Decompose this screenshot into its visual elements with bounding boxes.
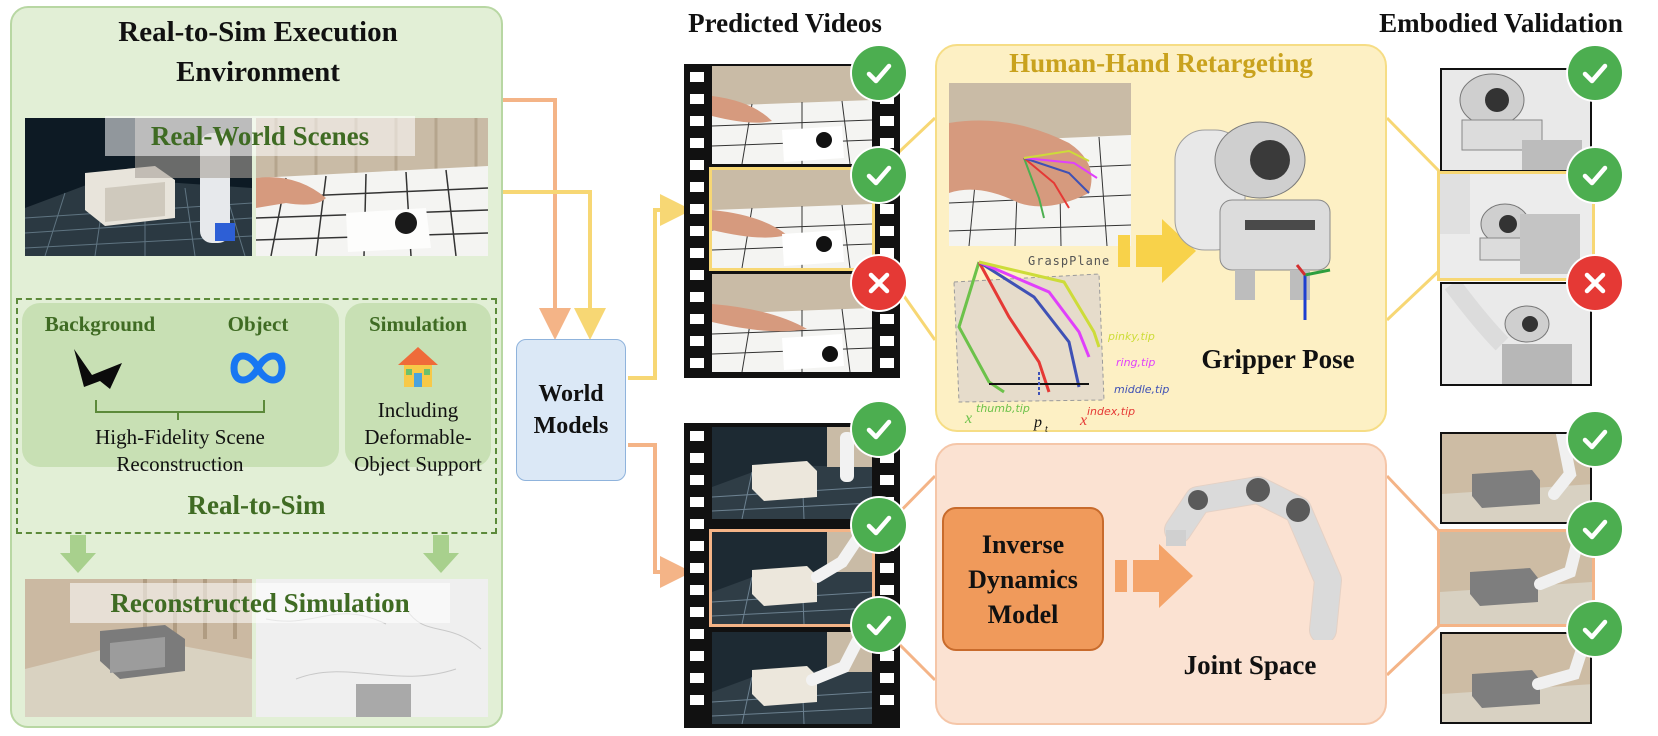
robot-frame-2-illustration: [712, 532, 872, 624]
robot-frame-1-illustration: [712, 427, 872, 519]
reconstruction-line2: Reconstruction: [116, 452, 244, 476]
world-models-box: World Models: [516, 339, 626, 481]
predicted-hand-frame-2: [709, 167, 875, 271]
object-tool-icon: [230, 352, 286, 384]
pinky-tip-label: pinky,tip: [1108, 330, 1155, 343]
predicted-hand-frame-3: [712, 274, 872, 372]
embodied-robot-check-1: [1568, 412, 1622, 466]
gripper-pose-label: Gripper Pose: [1201, 344, 1355, 374]
predicted-hand-check-2: [852, 148, 906, 202]
background-object-card: [22, 303, 339, 467]
deformable-line2: Deformable-: [364, 425, 472, 449]
real-to-sim-dashed-box: [16, 298, 497, 534]
embodied-robot-frame-3: [1440, 632, 1592, 724]
ring-tip-label: ring,tip: [1116, 356, 1156, 369]
panel-title-line1: Real-to-Sim Execution: [118, 16, 398, 48]
middle-tip-label: middle,tip: [1114, 383, 1170, 396]
world-models-line1: World: [538, 381, 604, 407]
x-index-label: x: [1080, 412, 1088, 429]
real-to-sim-label: Real-to-Sim: [187, 490, 326, 520]
embodied-robot-frame-1: [1440, 432, 1592, 524]
embodied-validation-title: Embodied Validation: [1379, 8, 1623, 38]
world-models-line2: Models: [533, 413, 609, 439]
panel-title: Real-to-Sim Execution Environment: [14, 12, 502, 92]
idm-line2: Dynamics: [968, 564, 1078, 594]
embodied-hand-frame-1: [1440, 68, 1592, 172]
t-label: t: [1045, 424, 1048, 435]
joint-space-label: Joint Space: [1183, 650, 1317, 680]
deformable-label: Including Deformable- Object Support: [348, 397, 488, 478]
embodied-hand-1-illustration: [1442, 70, 1590, 170]
predicted-robot-check-2: [852, 498, 906, 552]
retarget-arrow: [1118, 219, 1196, 283]
hand-frame-3-illustration: [712, 274, 872, 372]
embodied-hand-3-illustration: [1442, 284, 1590, 384]
background-label: Background: [44, 312, 156, 336]
panel-title-line2: Environment: [176, 56, 340, 88]
embodied-robot-2-illustration: [1440, 532, 1592, 624]
grasp-plane-diagram: [953, 260, 1105, 403]
robot-frame-3-illustration: [712, 632, 872, 724]
thumb-tip-label: thumb,tip: [976, 402, 1030, 415]
embodied-robot-1-illustration: [1442, 434, 1590, 522]
embodied-hand-cross-3: [1568, 256, 1622, 310]
idm-line3: Model: [987, 599, 1059, 629]
predicted-robot-frame-3: [712, 632, 872, 724]
real-world-scenes-label: Real-World Scenes: [105, 116, 415, 156]
background-tool-icon: [74, 349, 122, 389]
predicted-hand-check-1: [852, 46, 906, 100]
embodied-robot-frame-2: [1437, 529, 1595, 627]
index-tip-label: index,tip: [1087, 405, 1136, 418]
robot-arm-illustration: [1164, 476, 1342, 640]
gripper-pose-illustration: [1174, 121, 1331, 320]
predicted-hand-frame-1: [712, 66, 872, 164]
embodied-robot-3-illustration: [1442, 634, 1590, 722]
down-arrow-right: [423, 535, 459, 573]
simulation-label: Simulation: [368, 312, 468, 336]
reconstruction-line1: High-Fidelity Scene: [95, 425, 265, 449]
reconstruction-label: High-Fidelity Scene Reconstruction: [30, 424, 330, 478]
embodied-hand-frame-3: [1440, 282, 1592, 386]
reconstructed-simulation-label: Reconstructed Simulation: [70, 583, 450, 623]
predicted-hand-cross-3: [852, 256, 906, 310]
predicted-robot-frame-1: [712, 427, 872, 519]
embodied-robot-check-3: [1568, 602, 1622, 656]
hand-keypoint-photo: [949, 83, 1131, 246]
predicted-videos-title: Predicted Videos: [688, 8, 882, 38]
embodied-hand-2-illustration: [1440, 174, 1592, 278]
retargeting-title: Human-Hand Retargeting: [1009, 48, 1313, 78]
simulation-house-icon: [398, 347, 438, 387]
hand-keypoint-illustration: [949, 83, 1131, 246]
reconstruction-bracket: [95, 400, 265, 420]
embodied-hand-check-1: [1568, 46, 1622, 100]
idm-arrow: [1115, 544, 1193, 608]
inverse-dynamics-model-box: Inverse Dynamics Model: [942, 507, 1104, 651]
p-label: p: [1034, 414, 1042, 431]
hand-frame-2-illustration: [712, 170, 872, 268]
embodied-hand-check-2: [1568, 148, 1622, 202]
down-arrow-left: [60, 535, 96, 573]
embodied-robot-check-2: [1568, 502, 1622, 556]
idm-line1: Inverse: [981, 529, 1065, 559]
predicted-robot-check-1: [852, 402, 906, 456]
deformable-line1: Including: [377, 398, 459, 422]
grasp-plane-label: GraspPlane: [1028, 254, 1111, 268]
predicted-robot-check-3: [852, 598, 906, 652]
deformable-line3: Object Support: [354, 452, 482, 476]
hand-frame-1-illustration: [712, 66, 872, 164]
predicted-robot-frame-2: [709, 529, 875, 627]
embodied-hand-frame-2: [1437, 171, 1595, 281]
object-label: Object: [227, 312, 289, 336]
x-thumb-label: x: [965, 410, 973, 427]
